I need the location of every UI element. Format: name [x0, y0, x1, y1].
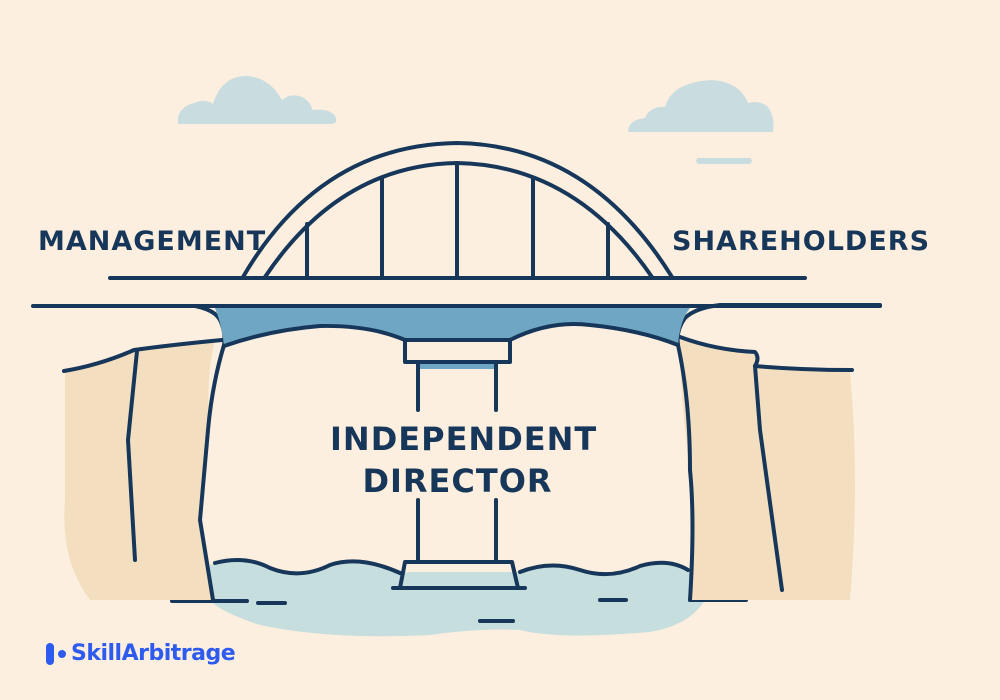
cloud-right-icon — [628, 80, 774, 164]
brand-name: SkillArbitrage — [71, 641, 236, 666]
logo-bar-icon — [46, 642, 54, 665]
brand-logo: SkillArbitrage — [46, 641, 236, 666]
center-label-line-2: DIRECTOR — [362, 462, 553, 500]
center-label-line-1: INDEPENDENT — [330, 420, 598, 458]
logo-dot-icon — [58, 649, 66, 658]
river — [210, 561, 705, 637]
cloud-left-icon — [177, 75, 337, 124]
left-cliff — [64, 340, 216, 600]
bridge-deck — [215, 308, 690, 346]
independent-director-label: INDEPENDENT DIRECTOR — [330, 418, 598, 502]
shareholders-label: SHAREHOLDERS — [672, 226, 931, 257]
management-label: MANAGEMENT — [38, 226, 267, 257]
